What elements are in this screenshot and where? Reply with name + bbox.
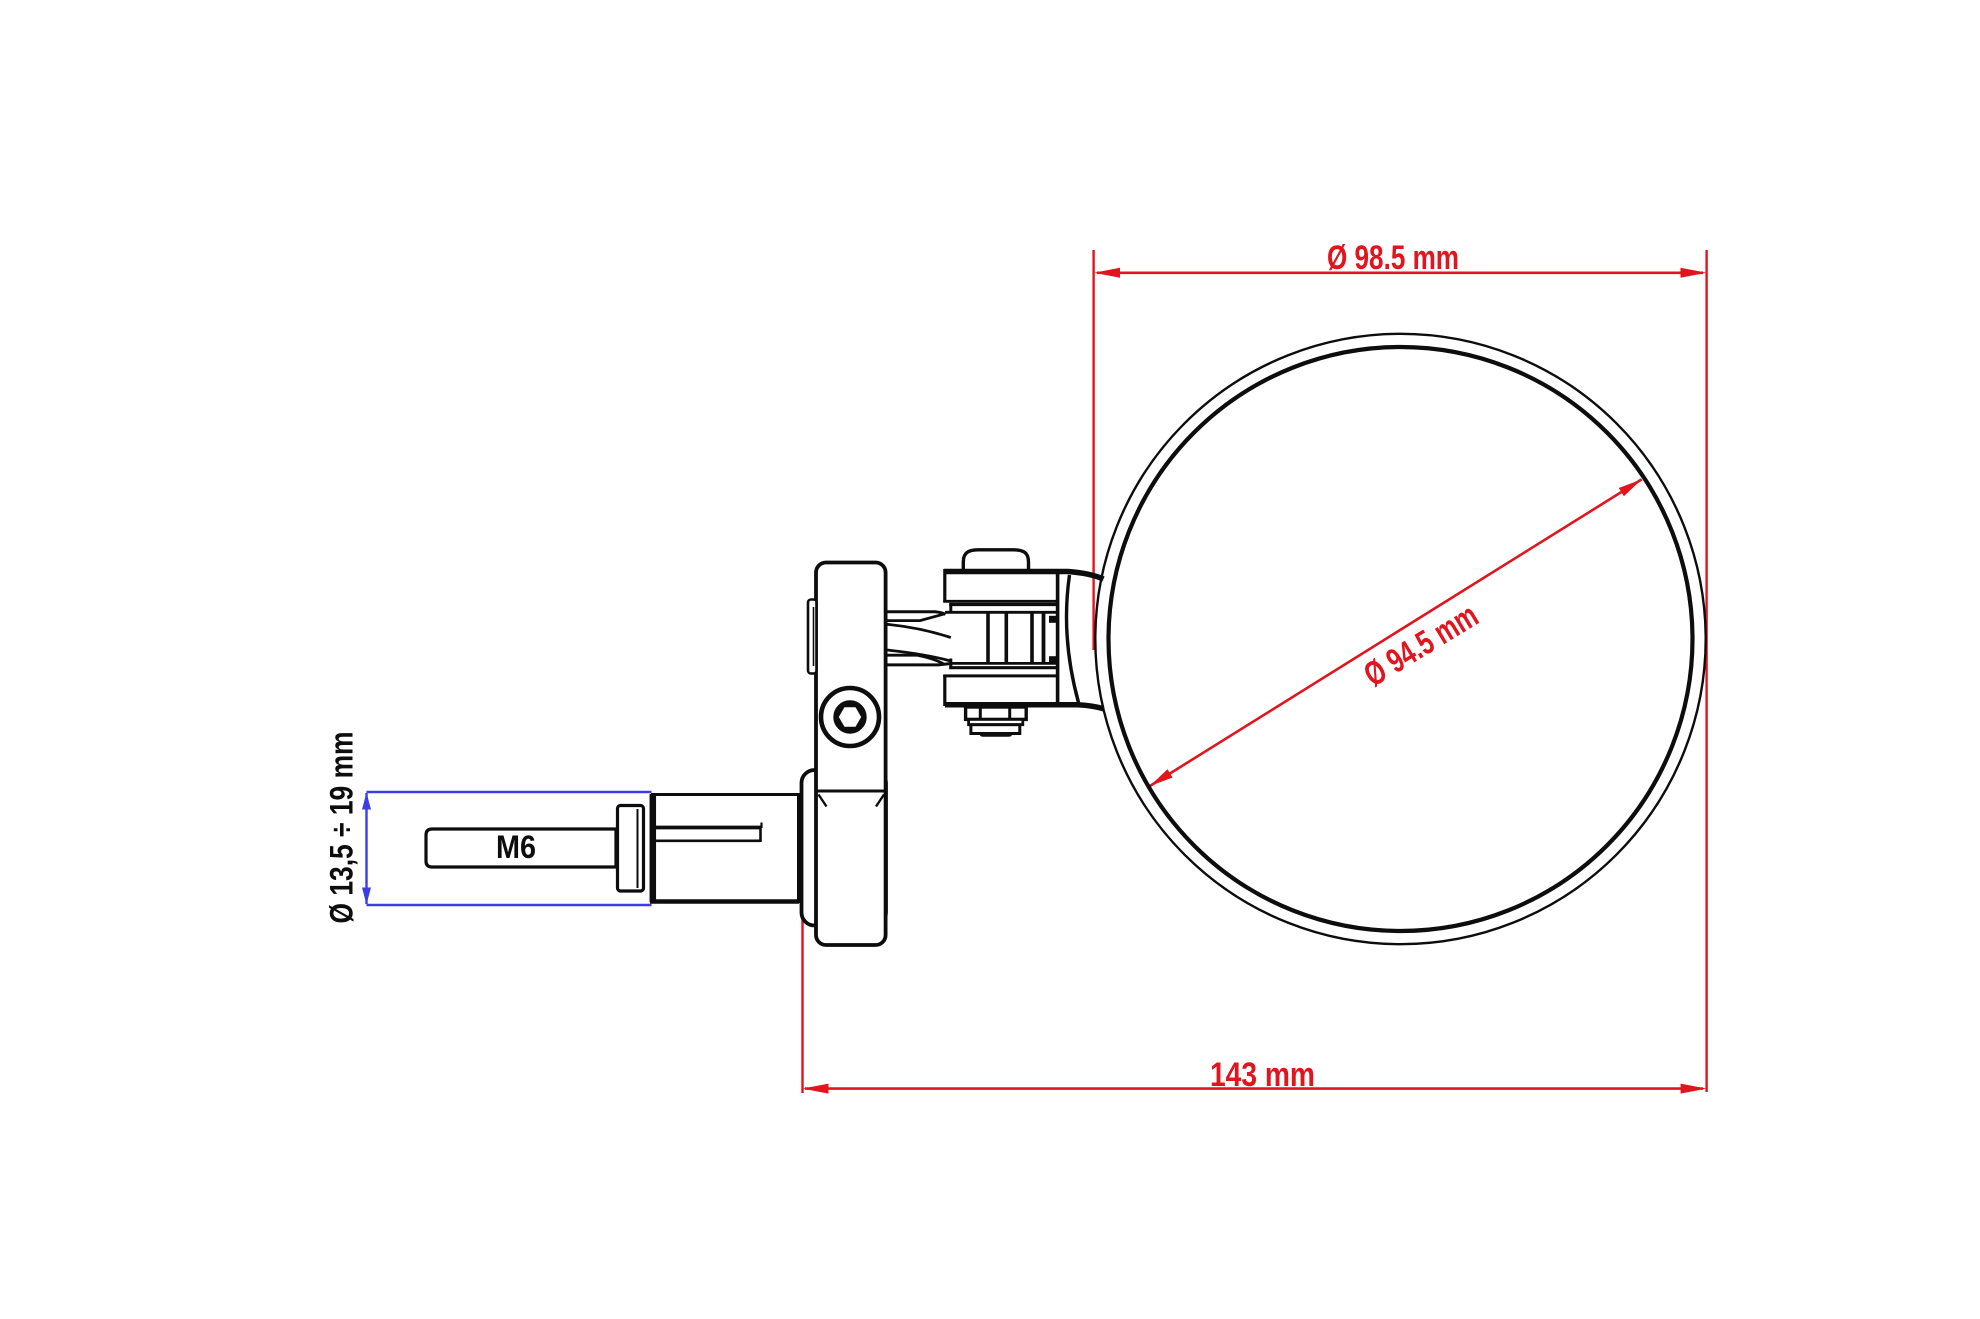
svg-text:Ø 98.5 mm: Ø 98.5 mm: [1327, 239, 1459, 277]
svg-text:Ø 13,5 ÷ 19 mm: Ø 13,5 ÷ 19 mm: [324, 732, 360, 924]
svg-text:M6: M6: [496, 829, 536, 865]
svg-text:143 mm: 143 mm: [1210, 1056, 1315, 1094]
